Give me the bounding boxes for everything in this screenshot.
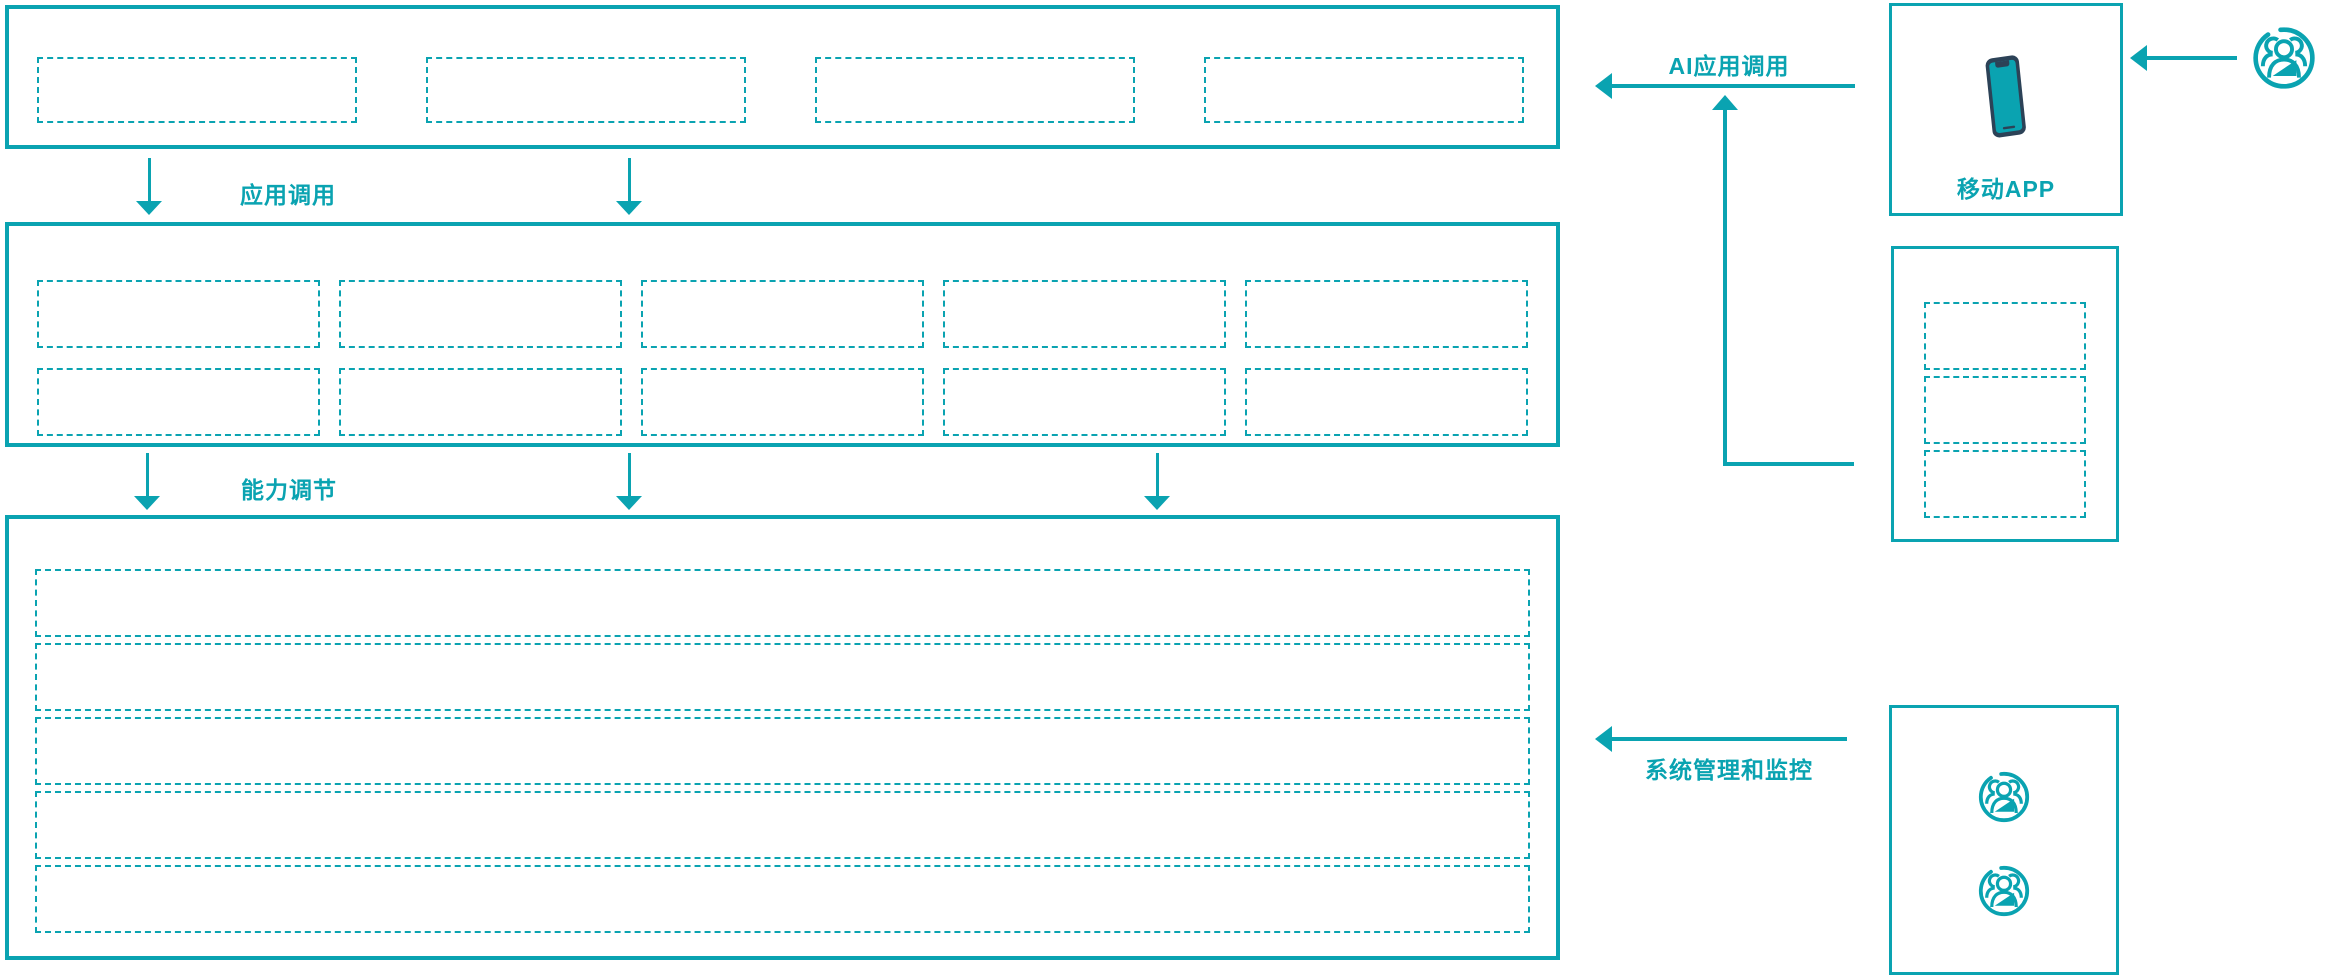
admin-users-box [1889,705,2119,975]
placeholder-box [815,57,1135,123]
ai-app-call-label: AI应用调用 [1668,53,1790,79]
placeholder-box [35,865,1530,933]
middle-layer-box [5,222,1560,447]
placeholder-box [35,569,1530,637]
placeholder-box [426,57,746,123]
placeholder-box [1924,450,2086,518]
placeholder-box [1204,57,1524,123]
user-group-icon [1977,864,2031,918]
placeholder-box [1245,368,1528,436]
console-box [1891,246,2119,542]
mobile-app-box: 移动APP [1889,3,2123,216]
capability-adjust-label: 能力调节 [241,477,337,503]
placeholder-box [339,368,622,436]
placeholder-box [1245,280,1528,348]
smartphone-icon [1985,55,2026,138]
placeholder-box [1924,376,2086,444]
placeholder-box [339,280,622,348]
placeholder-box [35,791,1530,859]
placeholder-box [641,280,924,348]
system-monitor-label: 系统管理和监控 [1645,757,1813,783]
placeholder-box [943,368,1226,436]
placeholder-box [35,643,1530,711]
app-call-label: 应用调用 [240,182,336,208]
bottom-layer-box [5,515,1560,960]
user-group-icon [2251,25,2317,91]
placeholder-box [37,368,320,436]
placeholder-box [37,57,357,123]
mobile-app-label: 移动APP [1956,176,2056,202]
user-group-icon [1977,770,2031,824]
placeholder-box [37,280,320,348]
placeholder-box [35,717,1530,785]
placeholder-box [641,368,924,436]
placeholder-box [943,280,1226,348]
top-layer-box [5,5,1560,149]
placeholder-box [1924,302,2086,370]
